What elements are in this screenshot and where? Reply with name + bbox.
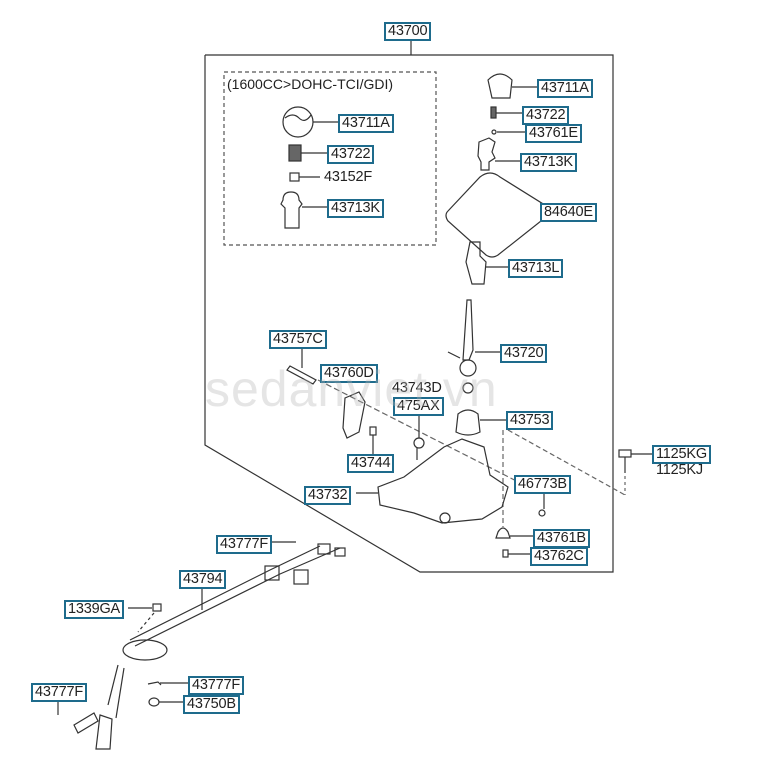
label-43711A-variant[interactable]: 43711A (338, 114, 394, 133)
knob-variant-icon (282, 106, 314, 138)
collar-icon (502, 549, 509, 558)
label-475AX[interactable]: 475AX (393, 397, 444, 416)
retaining-clip-icon (147, 681, 162, 686)
label-43762C[interactable]: 43762C (530, 547, 588, 566)
bolt-icon (618, 449, 632, 473)
label-43753[interactable]: 43753 (506, 411, 554, 430)
label-43743D: 43743D (392, 380, 442, 396)
label-43732[interactable]: 43732 (304, 486, 352, 505)
label-43720[interactable]: 43720 (500, 344, 548, 363)
spring-variant-icon (288, 144, 302, 162)
label-1125KG[interactable]: 1125KG (652, 445, 711, 464)
label-1339GA[interactable]: 1339GA (64, 600, 125, 619)
label-43722-variant[interactable]: 43722 (327, 145, 375, 164)
label-43794[interactable]: 43794 (179, 570, 227, 589)
bushing-cap-icon (455, 409, 481, 436)
label-43761E[interactable]: 43761E (525, 124, 582, 143)
label-43713L[interactable]: 43713L (508, 259, 564, 278)
cable-clip-icon (152, 603, 162, 612)
shift-adapter-variant-icon (280, 191, 303, 229)
assembly-boundary (204, 54, 614, 573)
label-43713K-variant[interactable]: 43713K (327, 199, 384, 218)
label-43777F-left[interactable]: 43777F (31, 683, 87, 702)
grommet-icon (495, 527, 511, 539)
shift-lever-icon (447, 299, 477, 394)
label-43744[interactable]: 43744 (347, 454, 395, 473)
pivot-pin-icon (286, 365, 317, 385)
label-43760D[interactable]: 43760D (320, 364, 378, 383)
variant-note: (1600CC>DOHC-TCI/GDI) (227, 76, 394, 92)
label-84640E[interactable]: 84640E (540, 203, 597, 222)
label-43700[interactable]: 43700 (384, 22, 432, 41)
shift-boot-retainer-icon (465, 241, 487, 285)
label-43750B[interactable]: 43750B (183, 695, 240, 714)
label-46773B[interactable]: 46773B (514, 475, 571, 494)
nut-icon (289, 172, 300, 182)
shift-boot-icon (445, 172, 551, 258)
variant-box (223, 71, 437, 246)
label-43722[interactable]: 43722 (522, 106, 570, 125)
washer-icon (538, 509, 546, 517)
bracket-icon (342, 391, 366, 439)
label-43757C[interactable]: 43757C (269, 330, 327, 349)
spring-clip-icon (413, 437, 425, 460)
label-43152F: 43152F (324, 169, 372, 185)
cable-bushing-icon (148, 697, 160, 707)
label-43711A[interactable]: 43711A (537, 79, 593, 98)
shift-housing-icon (377, 438, 509, 524)
label-43777F-top[interactable]: 43777F (216, 535, 272, 554)
ball-icon (491, 129, 497, 135)
shift-cable-icon (73, 543, 346, 750)
label-43761B[interactable]: 43761B (533, 529, 590, 548)
label-1125KJ: 1125KJ (656, 462, 703, 478)
knob-icon (487, 73, 513, 99)
spring-icon (490, 106, 497, 119)
label-43713K[interactable]: 43713K (520, 153, 577, 172)
shift-adapter-icon (477, 137, 496, 171)
label-43777F-mid[interactable]: 43777F (188, 676, 244, 695)
bushing-icon (369, 426, 377, 436)
